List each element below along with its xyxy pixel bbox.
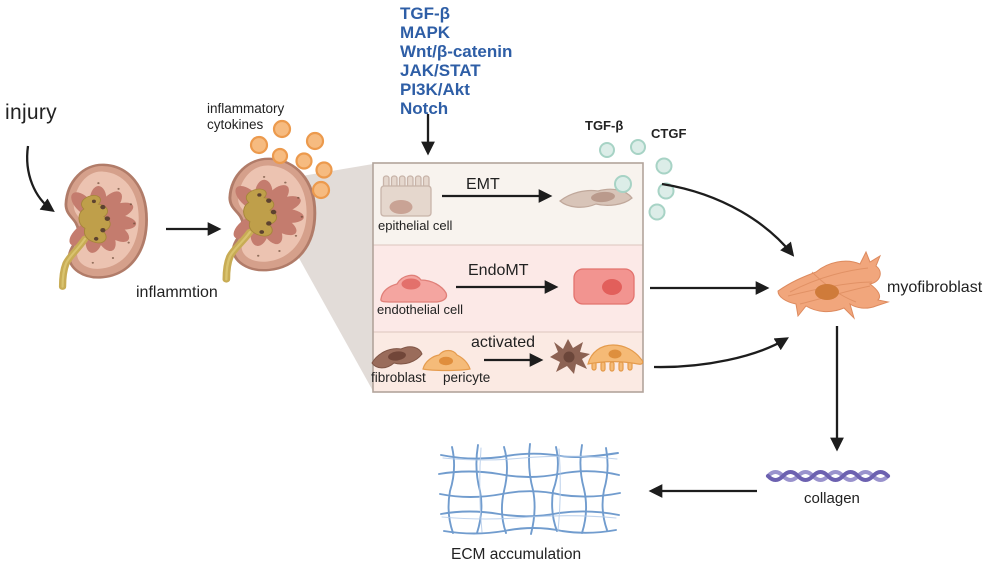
- injury-arrow: [26, 145, 55, 212]
- activated-fibroblast-icon: [550, 339, 590, 374]
- endomt-result-cell-icon: [573, 268, 635, 305]
- epithelial-cell-icon: [380, 175, 432, 217]
- signaling-pathway-list: TGF-β MAPK Wnt/β-catenin JAK/STAT PI3K/A…: [400, 4, 512, 118]
- activated-label: activated: [471, 334, 536, 351]
- kidney-icon: [63, 165, 147, 287]
- endothelial-cell-icon: [380, 274, 448, 303]
- endomt-label: EndoMT: [468, 262, 529, 279]
- ecm-mesh-icon: [438, 443, 621, 535]
- pathway-item-tgfb: TGF-β: [400, 4, 451, 23]
- flow-arrows: [26, 114, 844, 498]
- pericyte-label: pericyte: [443, 370, 491, 385]
- inflammatory-cytokines-label: inflammatory cytokines: [207, 101, 285, 132]
- pericyte-icon: [422, 349, 471, 372]
- epithelial-cell-label: epithelial cell: [378, 218, 453, 233]
- endothelial-cell-label: endothelial cell: [377, 302, 464, 317]
- bottom-converge-arrow: [653, 337, 789, 369]
- tgf-beta-label: TGF-β: [585, 118, 624, 133]
- collagen-label: collagen: [804, 490, 860, 507]
- growth-factor-dots: [599, 139, 675, 221]
- ctgf-label: CTGF: [651, 126, 687, 141]
- activated-pericyte-icon: [587, 344, 644, 372]
- myofibroblast-label: myofibroblast: [887, 279, 983, 296]
- ecm-accumulation-label: ECM accumulation: [451, 546, 582, 563]
- mesenchymal-cell-icon: [559, 188, 633, 208]
- pathway-item-notch: Notch: [400, 99, 449, 118]
- collagen-fiber-icon: [766, 470, 890, 482]
- pathway-item-wnt: Wnt/β-catenin: [400, 42, 513, 61]
- pathway-item-pi3k: PI3K/Akt: [400, 80, 470, 99]
- top-converge-arrow: [661, 182, 795, 257]
- inflammation-label: inflammtion: [136, 284, 218, 301]
- emt-label: EMT: [466, 176, 500, 193]
- pathway-item-jakstat: JAK/STAT: [400, 61, 481, 80]
- pathway-item-mapk: MAPK: [400, 23, 451, 42]
- fibroblast-icon: [371, 346, 423, 369]
- injury-label: injury: [5, 101, 57, 124]
- myofibroblast-icon: [777, 250, 890, 320]
- cytokine-dots: [249, 119, 333, 200]
- fibroblast-label: fibroblast: [371, 370, 426, 385]
